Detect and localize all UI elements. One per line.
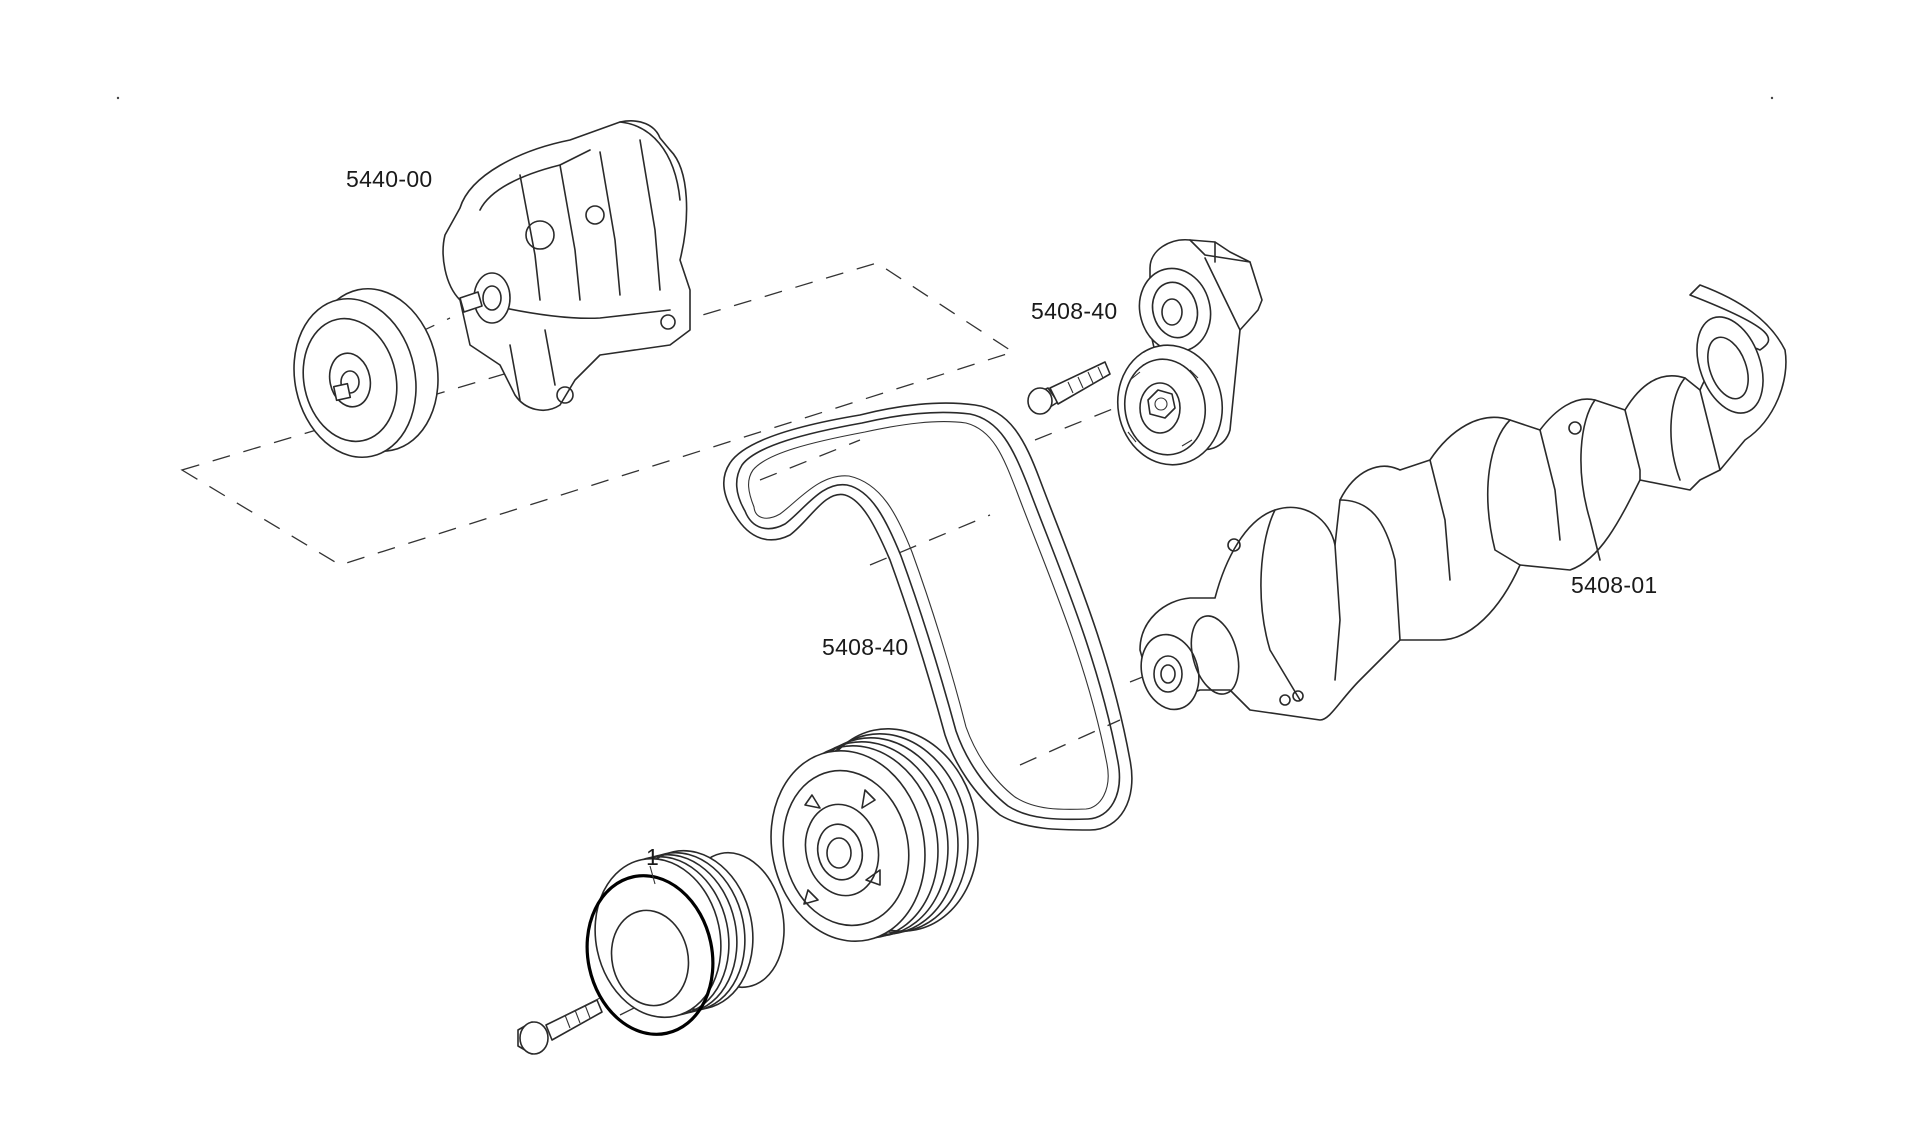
alternator-pulley bbox=[293, 287, 439, 459]
serpentine-belt bbox=[722, 402, 1133, 831]
tensioner-label: 5408-40 bbox=[1031, 298, 1118, 324]
belt-tensioner bbox=[1116, 239, 1263, 466]
alternator-label: 5440-00 bbox=[346, 166, 433, 192]
crankshaft bbox=[1139, 284, 1787, 721]
crankshaft-pulley bbox=[770, 727, 979, 943]
tensioner-bolt bbox=[1027, 361, 1111, 415]
crankshaft-label: 5408-01 bbox=[1571, 572, 1658, 598]
pulley-item-label: 1 bbox=[646, 844, 660, 870]
corner-dot bbox=[116, 96, 120, 100]
alternator bbox=[442, 120, 691, 411]
pulley-bolt bbox=[517, 997, 603, 1055]
corner-dot bbox=[1770, 96, 1774, 100]
leader-line-item-1 bbox=[649, 865, 656, 885]
overrunning-pulley bbox=[585, 849, 785, 1036]
belt-label: 5408-40 bbox=[822, 634, 909, 660]
